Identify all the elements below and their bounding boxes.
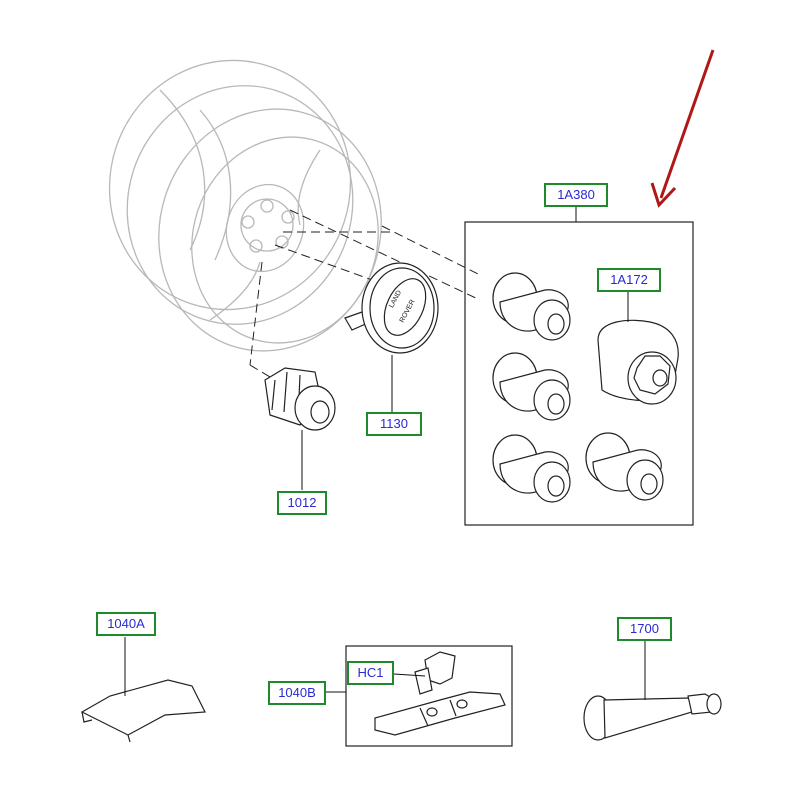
balance-weight-clip-frame	[345, 645, 513, 747]
locking-nut-3	[492, 434, 571, 503]
callout-1040A[interactable]: 1040A	[96, 612, 156, 636]
locking-nut-1	[492, 272, 571, 341]
callout-1700[interactable]: 1700	[617, 617, 672, 641]
balance-weight-clip	[374, 651, 506, 736]
wheel-nut	[264, 367, 336, 431]
callout-1A380[interactable]: 1A380	[544, 183, 608, 207]
callout-1012[interactable]: 1012	[277, 491, 327, 515]
balance-weight-flat	[80, 679, 206, 743]
locking-nut-key	[597, 290, 679, 405]
locking-nut-2	[492, 352, 571, 421]
callout-1A172[interactable]: 1A172	[597, 268, 661, 292]
tyre-valve	[583, 693, 722, 741]
leader-lines	[124, 206, 646, 700]
centre-cap-badge: LAND ROVER	[344, 262, 439, 354]
callout-1040B[interactable]: 1040B	[268, 681, 326, 705]
locking-nut-4	[585, 432, 664, 501]
callout-HC1[interactable]: HC1	[347, 661, 394, 685]
red-arrow-icon	[650, 49, 715, 208]
callout-1130[interactable]: 1130	[366, 412, 422, 436]
locking-nut-set-frame	[464, 221, 694, 526]
assembly-lines	[249, 209, 481, 381]
wheel-rim	[108, 59, 382, 352]
